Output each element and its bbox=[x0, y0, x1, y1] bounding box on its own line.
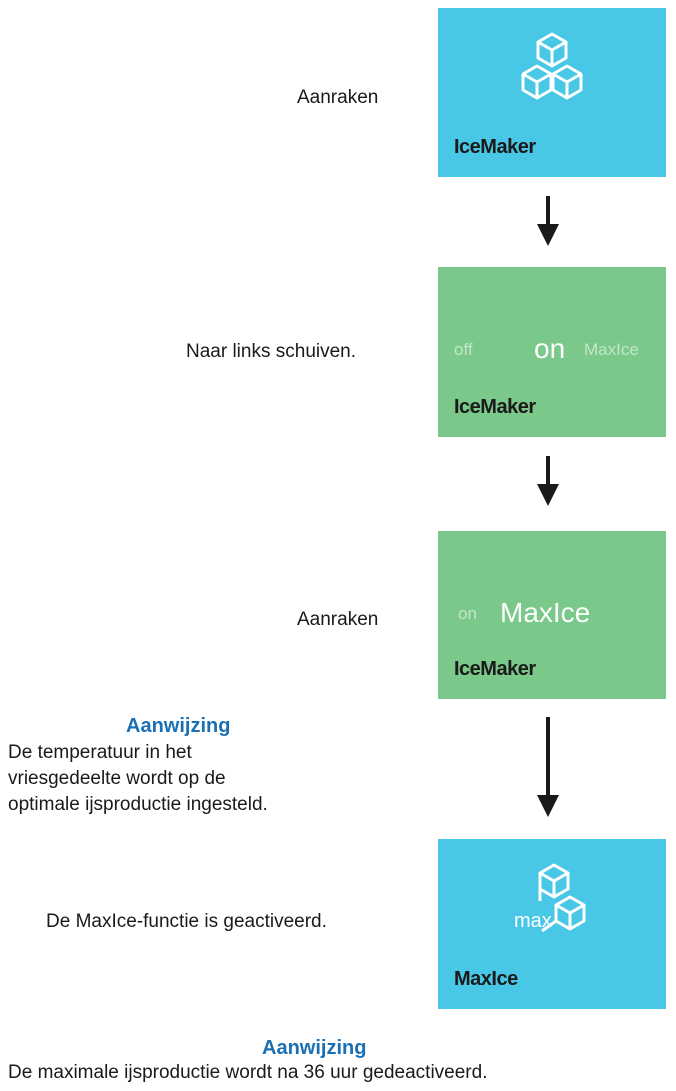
step-4-instruction: De MaxIce-functie is geactiveerd. bbox=[46, 911, 327, 932]
option-on[interactable]: on bbox=[458, 604, 477, 623]
option-on-selected[interactable]: on bbox=[534, 333, 566, 364]
max-ice-cubes-icon: max bbox=[502, 857, 602, 958]
note-heading: Aanwijzing bbox=[126, 715, 231, 737]
maxice-tile[interactable]: max MaxIce bbox=[438, 839, 666, 1009]
option-off[interactable]: off bbox=[454, 340, 473, 359]
icemaker-slider-tile[interactable]: off on MaxIce IceMaker bbox=[438, 267, 666, 437]
step-3-instruction: Aanraken bbox=[297, 609, 379, 630]
tile-title: MaxIce bbox=[454, 968, 518, 990]
note-text: De temperatuur in het vriesgedeelte word… bbox=[8, 742, 268, 815]
note-heading: Aanwijzing bbox=[262, 1037, 367, 1059]
tile-title: IceMaker bbox=[454, 658, 536, 680]
note-text: De maximale ijsproductie wordt na 36 uur… bbox=[8, 1062, 488, 1083]
maxice-option-tile[interactable]: on MaxIce IceMaker bbox=[438, 531, 666, 699]
step-1-instruction: Aanraken bbox=[297, 87, 379, 108]
option-maxice-selected[interactable]: MaxIce bbox=[500, 597, 591, 628]
icemaker-tile[interactable]: IceMaker bbox=[438, 8, 666, 177]
tile-title: IceMaker bbox=[454, 136, 536, 158]
ice-cubes-icon bbox=[502, 22, 602, 127]
step-2-instruction: Naar links schuiven. bbox=[186, 341, 357, 362]
option-maxice[interactable]: MaxIce bbox=[584, 340, 639, 359]
tile-title: IceMaker bbox=[454, 396, 536, 418]
max-icon-label: max bbox=[514, 910, 552, 932]
